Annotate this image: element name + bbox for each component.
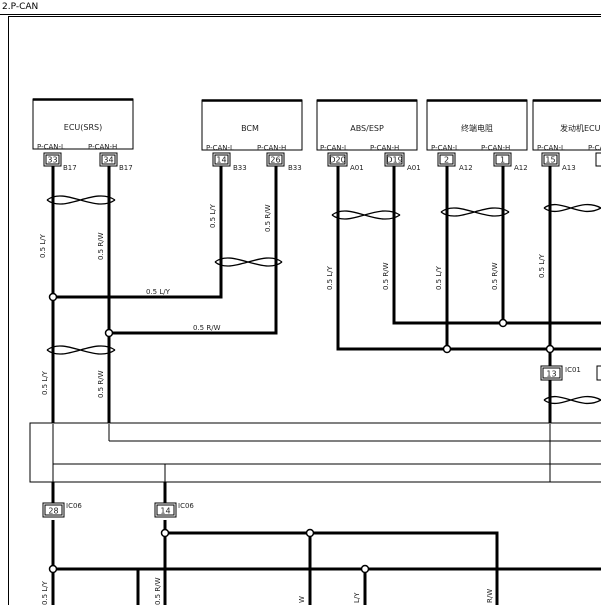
wire-label: 0.5 L/Y bbox=[146, 288, 171, 296]
twist-ecu-lower bbox=[46, 345, 116, 355]
pin-name: P-CAN-H bbox=[370, 144, 399, 152]
pin-number: 28 bbox=[48, 507, 58, 516]
pin-number: 26 bbox=[270, 156, 280, 165]
connector-ref: A12 bbox=[514, 164, 528, 172]
twist-bcm bbox=[214, 257, 283, 267]
pin-number: D20 bbox=[329, 156, 345, 165]
module-bcm: BCM P-CAN-L P-CAN-H 14 B33 26 B33 bbox=[201, 99, 303, 172]
wire-label: 0.5 R/W bbox=[97, 232, 105, 260]
twist-eng-lower bbox=[543, 395, 601, 405]
wire-abs-ly bbox=[336, 166, 601, 351]
connector-ref: IC01 bbox=[565, 366, 581, 374]
wire-label: 0.5 R/W bbox=[97, 370, 105, 398]
module-terminal-resistor: 终端电阻 P-CAN-L P-CAN-H 2 A12 1 A12 bbox=[426, 99, 528, 172]
wire-label: 0.5 L/Y bbox=[39, 233, 47, 258]
harness-connector-body bbox=[29, 422, 601, 503]
pin-name: P-CAN-H bbox=[257, 144, 286, 152]
module-name: ECU(SRS) bbox=[64, 123, 102, 132]
twist-ecu-upper bbox=[46, 195, 116, 205]
wire-label: W bbox=[298, 596, 306, 603]
pin-number: 2 bbox=[444, 156, 449, 165]
twist-eng-upper bbox=[543, 203, 601, 213]
pin-name: P-CAN-L bbox=[206, 144, 234, 152]
connector-ic06-14: 14 IC06 bbox=[154, 502, 194, 518]
wire-labels: 0.5 L/Y 0.5 R/W 0.5 L/Y 0.5 R/W 0.5 L/Y … bbox=[39, 203, 546, 605]
wire-bus-upper bbox=[165, 531, 499, 605]
wire-label: 0.5 R/W bbox=[193, 324, 221, 332]
twist-abs bbox=[331, 210, 401, 220]
wire-label: 0.5 L/Y bbox=[538, 253, 546, 278]
junction-dot bbox=[442, 344, 452, 354]
module-ecu-srs: ECU(SRS) P-CAN-L P-CAN-H 33 B17 34 B17 bbox=[32, 98, 134, 172]
wire-label: 0.5 L/Y bbox=[435, 265, 443, 290]
connector-ref: A13 bbox=[562, 164, 576, 172]
wire-abs-rw bbox=[392, 166, 601, 325]
connector-ic06-28: 28 IC06 bbox=[42, 502, 82, 518]
connector-ref: IC06 bbox=[178, 502, 194, 510]
module-name: 终端电阻 bbox=[461, 123, 493, 133]
pin-name: P-CAN-L bbox=[537, 144, 565, 152]
wire-label: 0.5 R/W bbox=[382, 262, 390, 290]
connector-ref: B33 bbox=[288, 164, 302, 172]
pin-number: 33 bbox=[47, 156, 57, 165]
wire-label: L/Y bbox=[353, 592, 361, 603]
wires bbox=[51, 166, 601, 605]
pin-name: P-CAN-H bbox=[588, 144, 601, 152]
pin-number: 13 bbox=[546, 370, 556, 379]
wire-label: 0.5 R/W bbox=[264, 204, 272, 232]
connector-ref: B17 bbox=[119, 164, 133, 172]
pin-number: D19 bbox=[386, 156, 402, 165]
connector-ic01: 13 IC01 bbox=[540, 365, 601, 381]
pin-number: 15 bbox=[545, 156, 555, 165]
wire-label: 0.5 R/W bbox=[491, 262, 499, 290]
junction-dot bbox=[360, 564, 370, 574]
junction-dot bbox=[104, 328, 114, 338]
junction-dot bbox=[48, 564, 58, 574]
wire-label: 0.5 L/Y bbox=[209, 203, 217, 228]
wire-label: 0.5 L/Y bbox=[326, 265, 334, 290]
wire-label: R/W bbox=[486, 589, 494, 603]
junction-dot bbox=[48, 292, 58, 302]
pin-name: P-CAN-L bbox=[37, 143, 65, 151]
pin-name: P-CAN-H bbox=[481, 144, 510, 152]
junction-dot bbox=[305, 528, 315, 538]
junction-dot bbox=[498, 318, 508, 328]
module-engine-ecu: 发动机ECU P-CAN-L P-CAN-H 15 A13 bbox=[532, 99, 601, 172]
page-title: 2.P-CAN bbox=[0, 0, 601, 15]
pin-name: P-CAN-L bbox=[431, 144, 459, 152]
wire-label: 0.5 L/Y bbox=[41, 580, 49, 605]
diagram-frame bbox=[8, 16, 601, 605]
module-name: 发动机ECU bbox=[560, 123, 601, 133]
module-abs-esp: ABS/ESP P-CAN-L P-CAN-H D20 A01 D19 A01 bbox=[316, 99, 421, 172]
connector-ref: B17 bbox=[63, 164, 77, 172]
module-name: BCM bbox=[241, 124, 259, 133]
junction-dot bbox=[160, 528, 170, 538]
connector-ref: A12 bbox=[459, 164, 473, 172]
connector-ref: B33 bbox=[233, 164, 247, 172]
junction-dots bbox=[48, 292, 555, 574]
connector-ref: A01 bbox=[350, 164, 364, 172]
pin-number: 34 bbox=[103, 156, 113, 165]
pin-number: 14 bbox=[160, 507, 170, 516]
pin-name: P-CAN-H bbox=[88, 143, 117, 151]
wire-bcm-rw bbox=[109, 166, 278, 335]
connector-ref: A01 bbox=[407, 164, 421, 172]
connector-ref: IC06 bbox=[66, 502, 82, 510]
twisted-pair-symbols bbox=[46, 195, 601, 405]
pin-number: 14 bbox=[216, 156, 226, 165]
twist-term bbox=[440, 207, 510, 217]
pin-number: 1 bbox=[500, 156, 505, 165]
pin-name: P-CAN-L bbox=[320, 144, 348, 152]
wire-bcm-ly bbox=[53, 166, 223, 299]
module-name: ABS/ESP bbox=[350, 124, 384, 133]
junction-dot bbox=[545, 344, 555, 354]
wire-label: 0.5 R/W bbox=[154, 577, 162, 605]
wire-label: 0.5 L/Y bbox=[41, 370, 49, 395]
